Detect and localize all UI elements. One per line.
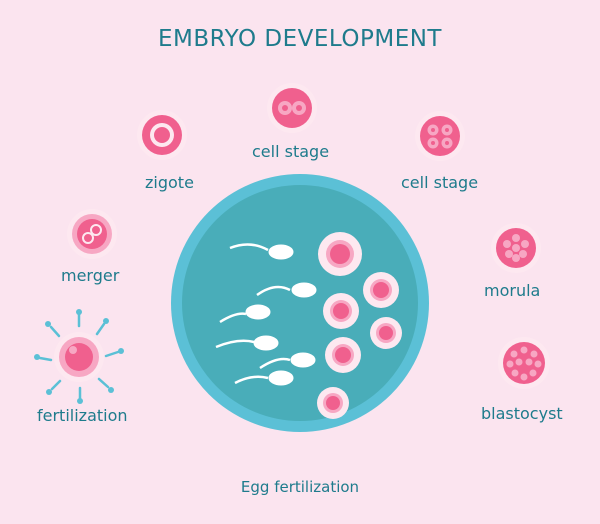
label-merger: merger [61,266,120,285]
sperm [229,243,294,260]
egg [323,293,359,329]
sperm [234,370,294,386]
egg [363,272,399,308]
zigote-cell-icon [137,110,187,160]
egg [325,337,361,373]
two-cell-icon [267,83,317,133]
petri-dish-icon [171,174,429,432]
sperm [215,335,279,351]
egg [317,387,349,419]
label-morula: morula [484,281,541,300]
egg [318,232,362,276]
label-cell-stage-right: cell stage [401,173,479,192]
label-zigote: zigote [145,173,194,192]
merger-cell-icon [67,209,117,259]
sperm-group [215,243,317,386]
caption-egg-fertilization: Egg fertilization [240,478,360,496]
sperm [256,282,317,298]
egg-with-sperm-icon [34,309,124,404]
egg-group [317,232,402,419]
page-title: EMBRYO DEVELOPMENT [158,26,442,52]
label-cell-stage-top: cell stage [252,142,330,161]
sperm [219,304,271,324]
blastocyst-cell-icon [498,337,550,389]
egg [370,317,402,349]
label-fertilization: fertilization [37,406,128,425]
four-cell-icon [415,111,465,161]
morula-cell-icon [491,223,541,273]
label-blastocyst: blastocyst [481,404,563,423]
sperm [259,352,316,370]
